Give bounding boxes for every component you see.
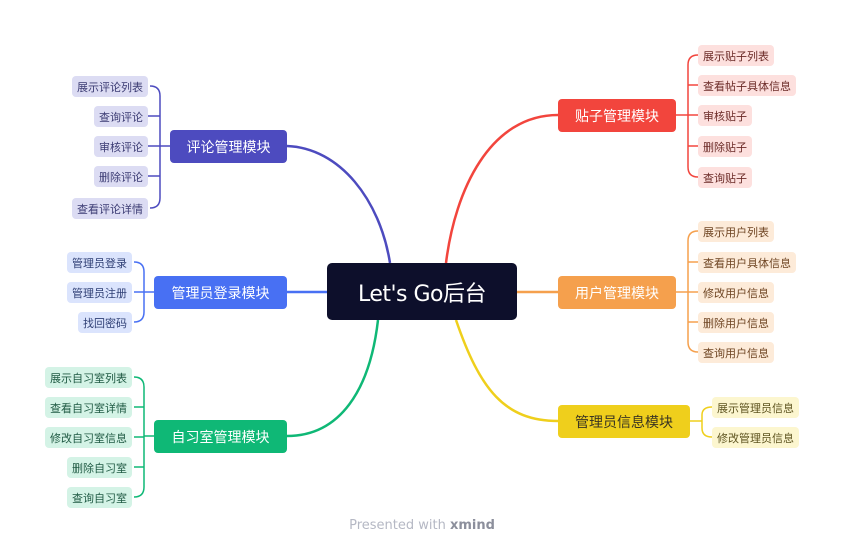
leaf-user-detail[interactable]: 查看用户具体信息 [698, 252, 796, 273]
leaf-study-room-delete[interactable]: 删除自习室 [67, 457, 132, 478]
link-study-room [286, 319, 380, 438]
admin-info-leaf-links [690, 406, 713, 438]
leaf-user-query[interactable]: 查询用户信息 [698, 342, 774, 363]
topic-study-room-management[interactable]: 自习室管理模块 [154, 420, 287, 453]
post-leaf-links [676, 54, 699, 178]
footer-prefix: Presented with [349, 518, 450, 533]
leaf-post-detail[interactable]: 查看帖子具体信息 [698, 75, 796, 96]
study-room-leaf-links [133, 376, 154, 498]
central-topic[interactable]: Let's Go后台 [327, 263, 517, 320]
admin-login-leaf-links [133, 261, 154, 323]
link-admin-info [454, 319, 559, 423]
leaf-comment-list[interactable]: 展示评论列表 [72, 76, 148, 97]
xmind-logo-text: xmind [449, 518, 495, 533]
link-post [444, 113, 559, 264]
leaf-user-list[interactable]: 展示用户列表 [698, 221, 774, 242]
leaf-comment-review[interactable]: 审核评论 [94, 136, 148, 157]
leaf-post-query[interactable]: 查询贴子 [698, 167, 752, 188]
leaf-study-room-edit[interactable]: 修改自习室信息 [45, 427, 132, 448]
user-leaf-links [676, 230, 699, 353]
leaf-admin-info-show[interactable]: 展示管理员信息 [712, 397, 799, 418]
leaf-comment-query[interactable]: 查询评论 [94, 106, 148, 127]
leaf-admin-login[interactable]: 管理员登录 [67, 252, 132, 273]
leaf-comment-delete[interactable]: 删除评论 [94, 166, 148, 187]
leaf-user-edit[interactable]: 修改用户信息 [698, 282, 774, 303]
topic-user-management[interactable]: 用户管理模块 [558, 276, 676, 309]
comment-leaf-links [148, 85, 170, 209]
leaf-post-review[interactable]: 审核贴子 [698, 105, 752, 126]
presented-with-footer: Presented with xmind [0, 518, 844, 533]
topic-admin-info[interactable]: 管理员信息模块 [558, 405, 690, 438]
leaf-study-room-list[interactable]: 展示自习室列表 [45, 367, 132, 388]
leaf-user-delete[interactable]: 删除用户信息 [698, 312, 774, 333]
topic-comment-management[interactable]: 评论管理模块 [170, 130, 287, 163]
link-comment [286, 144, 392, 264]
leaf-study-room-detail[interactable]: 查看自习室详情 [45, 397, 132, 418]
topic-post-management[interactable]: 贴子管理模块 [558, 99, 676, 132]
topic-admin-login[interactable]: 管理员登录模块 [154, 276, 287, 309]
leaf-admin-info-edit[interactable]: 修改管理员信息 [712, 427, 799, 448]
leaf-recover-password[interactable]: 找回密码 [78, 312, 132, 333]
leaf-post-delete[interactable]: 删除贴子 [698, 136, 752, 157]
leaf-post-list[interactable]: 展示贴子列表 [698, 45, 774, 66]
leaf-comment-detail[interactable]: 查看评论详情 [72, 198, 148, 219]
leaf-study-room-query[interactable]: 查询自习室 [67, 487, 132, 508]
leaf-admin-register[interactable]: 管理员注册 [67, 282, 132, 303]
